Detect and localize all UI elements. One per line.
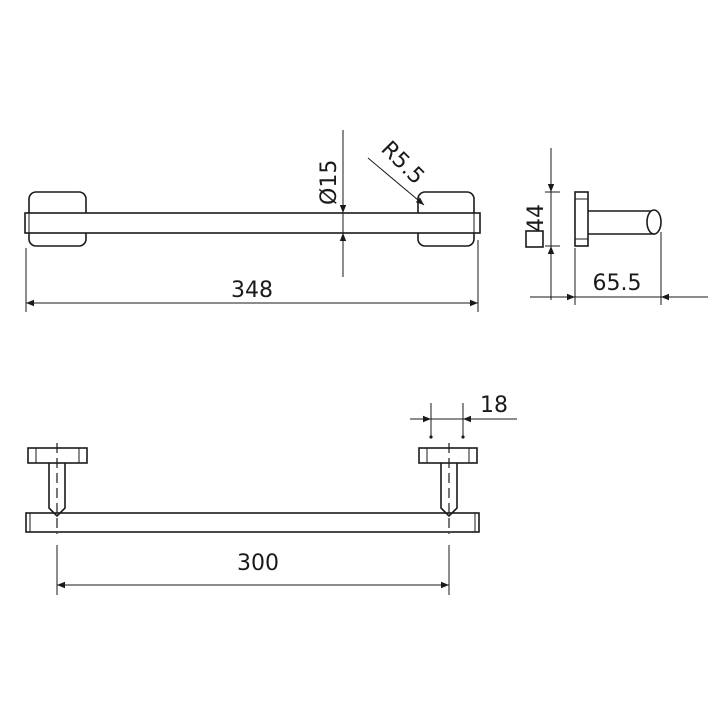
dimension-label-348: 348 <box>231 278 273 303</box>
bar-end <box>646 209 662 235</box>
dimension-label-radius: R5.5 <box>376 137 429 190</box>
right-post <box>440 463 458 518</box>
dimension-label-44: 44 <box>524 204 549 232</box>
mount-plate <box>574 191 589 247</box>
dimension-label-300: 300 <box>237 551 279 576</box>
front-view: 348 Ø15 R5.5 <box>24 130 481 312</box>
left-post <box>48 463 66 518</box>
dimension-label-diameter: Ø15 <box>317 160 342 205</box>
towel-bar <box>24 212 481 234</box>
right-flange <box>418 447 478 464</box>
small-square <box>525 230 544 248</box>
top-view: 300 18 <box>25 393 517 595</box>
towel-bar-top <box>25 512 480 533</box>
radius-leader <box>367 157 425 206</box>
side-view: 44 65.5 <box>524 148 708 305</box>
dimension-label-65-5: 65.5 <box>593 271 642 296</box>
dimension-label-18: 18 <box>480 393 508 418</box>
